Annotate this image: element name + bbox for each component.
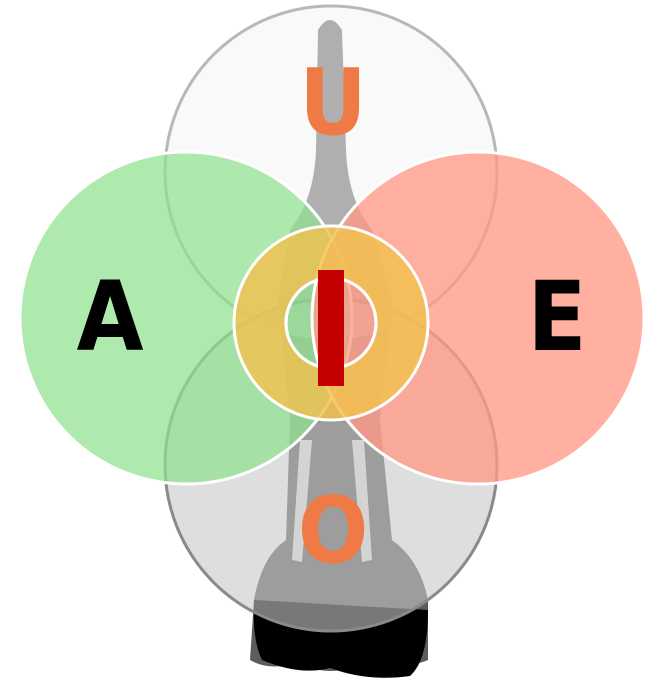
label-u: U	[299, 49, 366, 156]
label-e: E	[527, 261, 586, 373]
circle-right	[310, 150, 646, 486]
label-o: O	[298, 477, 368, 584]
label-a: A	[77, 261, 144, 373]
center-bar	[318, 270, 344, 386]
circle-left	[18, 150, 354, 486]
